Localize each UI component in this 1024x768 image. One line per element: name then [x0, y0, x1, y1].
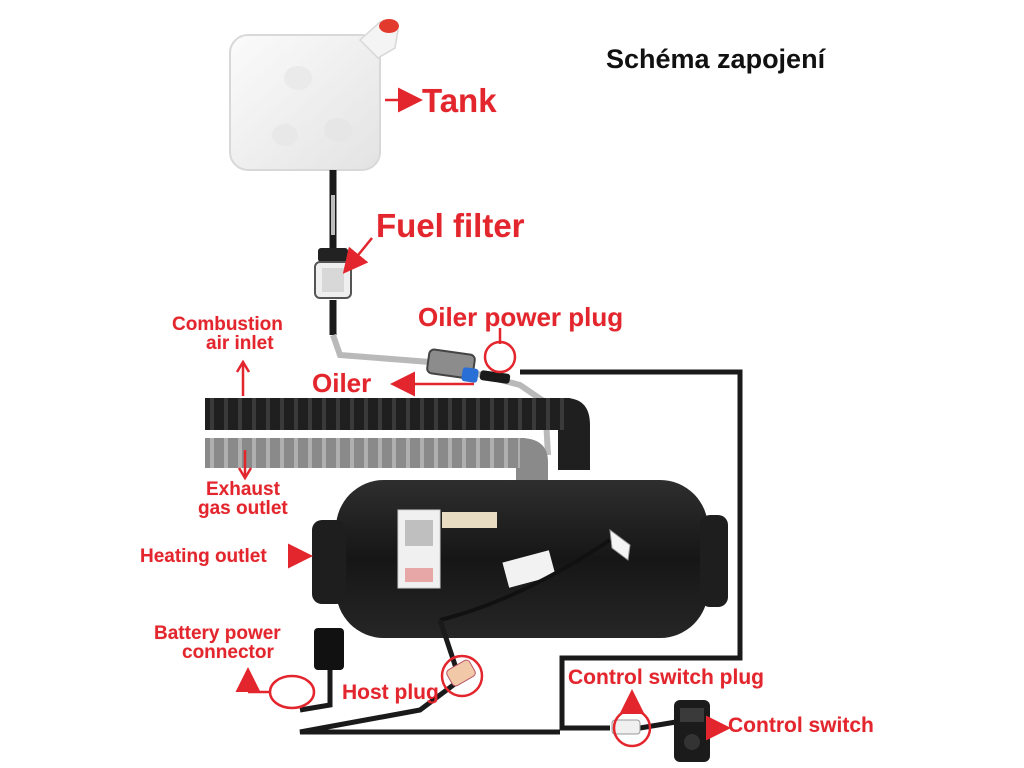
label-oiler: Oiler	[312, 368, 372, 398]
fuel-tank	[229, 19, 399, 171]
label-control-switch: Control switch	[728, 714, 874, 737]
exhaust-hose	[205, 438, 548, 485]
callout-arrows	[235, 87, 731, 741]
label-heating-outlet: Heating outlet	[140, 546, 267, 567]
label-combustion-air-inlet: Combustion air inlet	[172, 315, 283, 353]
fuel-filter	[314, 248, 352, 299]
label-exhaust-line2: gas outlet	[198, 498, 288, 519]
diagram-title: Schéma zapojení	[606, 44, 826, 74]
label-tank: Tank	[422, 82, 497, 119]
label-oiler-power-plug: Oiler power plug	[418, 302, 624, 332]
label-battery-power-connector: Battery power connector	[154, 624, 281, 662]
exhaust-arrowhead	[237, 467, 253, 481]
host-plug-connector	[446, 659, 476, 687]
label-battery-line2: connector	[182, 642, 274, 663]
label-exhaust-line1: Exhaust	[206, 479, 280, 500]
control-switch-connector	[611, 719, 641, 735]
oiler-pump	[426, 348, 511, 384]
wiring-harness	[299, 369, 743, 735]
heater-unit	[312, 480, 728, 638]
oiler-power-plug-circle	[483, 340, 517, 374]
label-battery-line1: Battery power	[154, 623, 281, 644]
label-fuel-filter: Fuel filter	[376, 207, 525, 244]
label-exhaust-gas-outlet: Exhaust gas outlet	[198, 479, 288, 518]
combustion-arrowhead	[235, 359, 251, 373]
battery-connector-circle	[268, 674, 316, 710]
label-control-switch-plug: Control switch plug	[568, 666, 764, 689]
label-combustion-line2: air inlet	[206, 333, 274, 354]
battery-connector	[314, 628, 344, 670]
label-host-plug: Host plug	[342, 681, 439, 704]
label-combustion-line1: Combustion	[172, 314, 283, 335]
tank-cap	[379, 19, 399, 33]
fuel-filter-arrow	[342, 237, 373, 274]
host-plug-circle	[440, 654, 484, 698]
control-switch	[674, 700, 710, 762]
combustion-air-intake-hose	[205, 398, 590, 470]
